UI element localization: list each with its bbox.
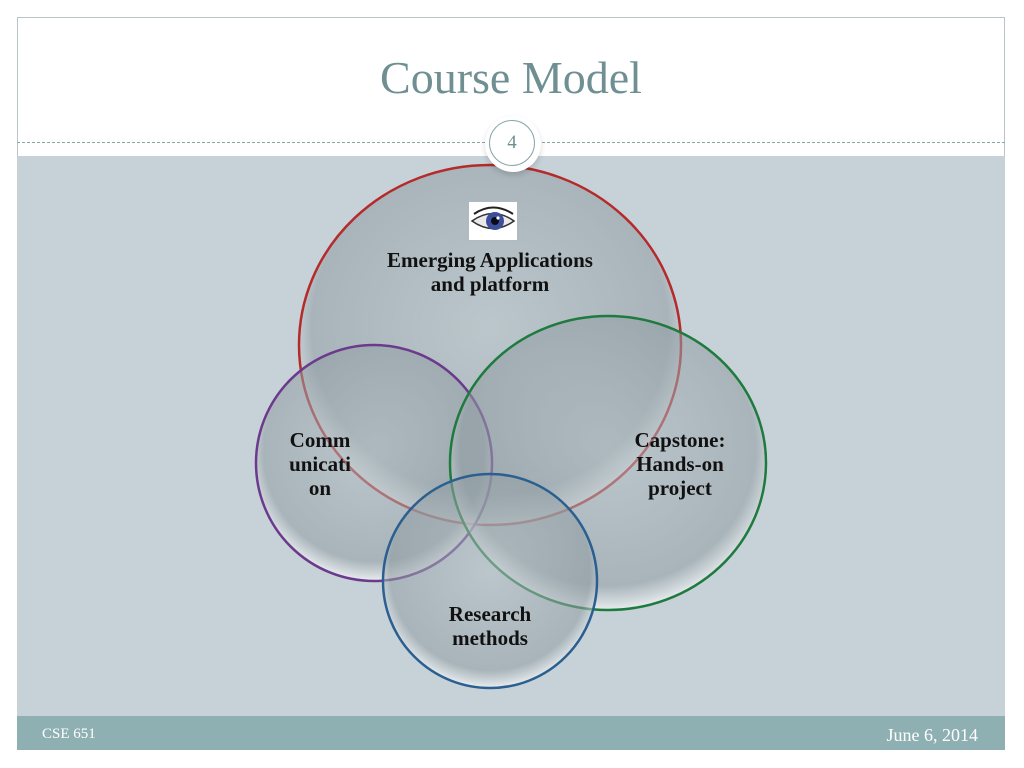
slide-title: Course Model (380, 52, 642, 103)
label-communication: Comm unicati on (289, 428, 351, 500)
page-number: 4 (489, 120, 535, 166)
circle-research-methods (381, 472, 599, 690)
footer-bar (17, 716, 1005, 750)
label-capstone: Capstone: Hands-on project (634, 428, 726, 500)
footer-date: June 6, 2014 (886, 725, 979, 745)
page-number-badge: 4 (485, 116, 541, 172)
footer-course-code: CSE 651 (42, 726, 96, 742)
label-research-methods: Research methods (448, 602, 532, 650)
eye-icon (469, 202, 517, 240)
label-emerging-applications: Emerging Applications and platform (387, 248, 593, 296)
